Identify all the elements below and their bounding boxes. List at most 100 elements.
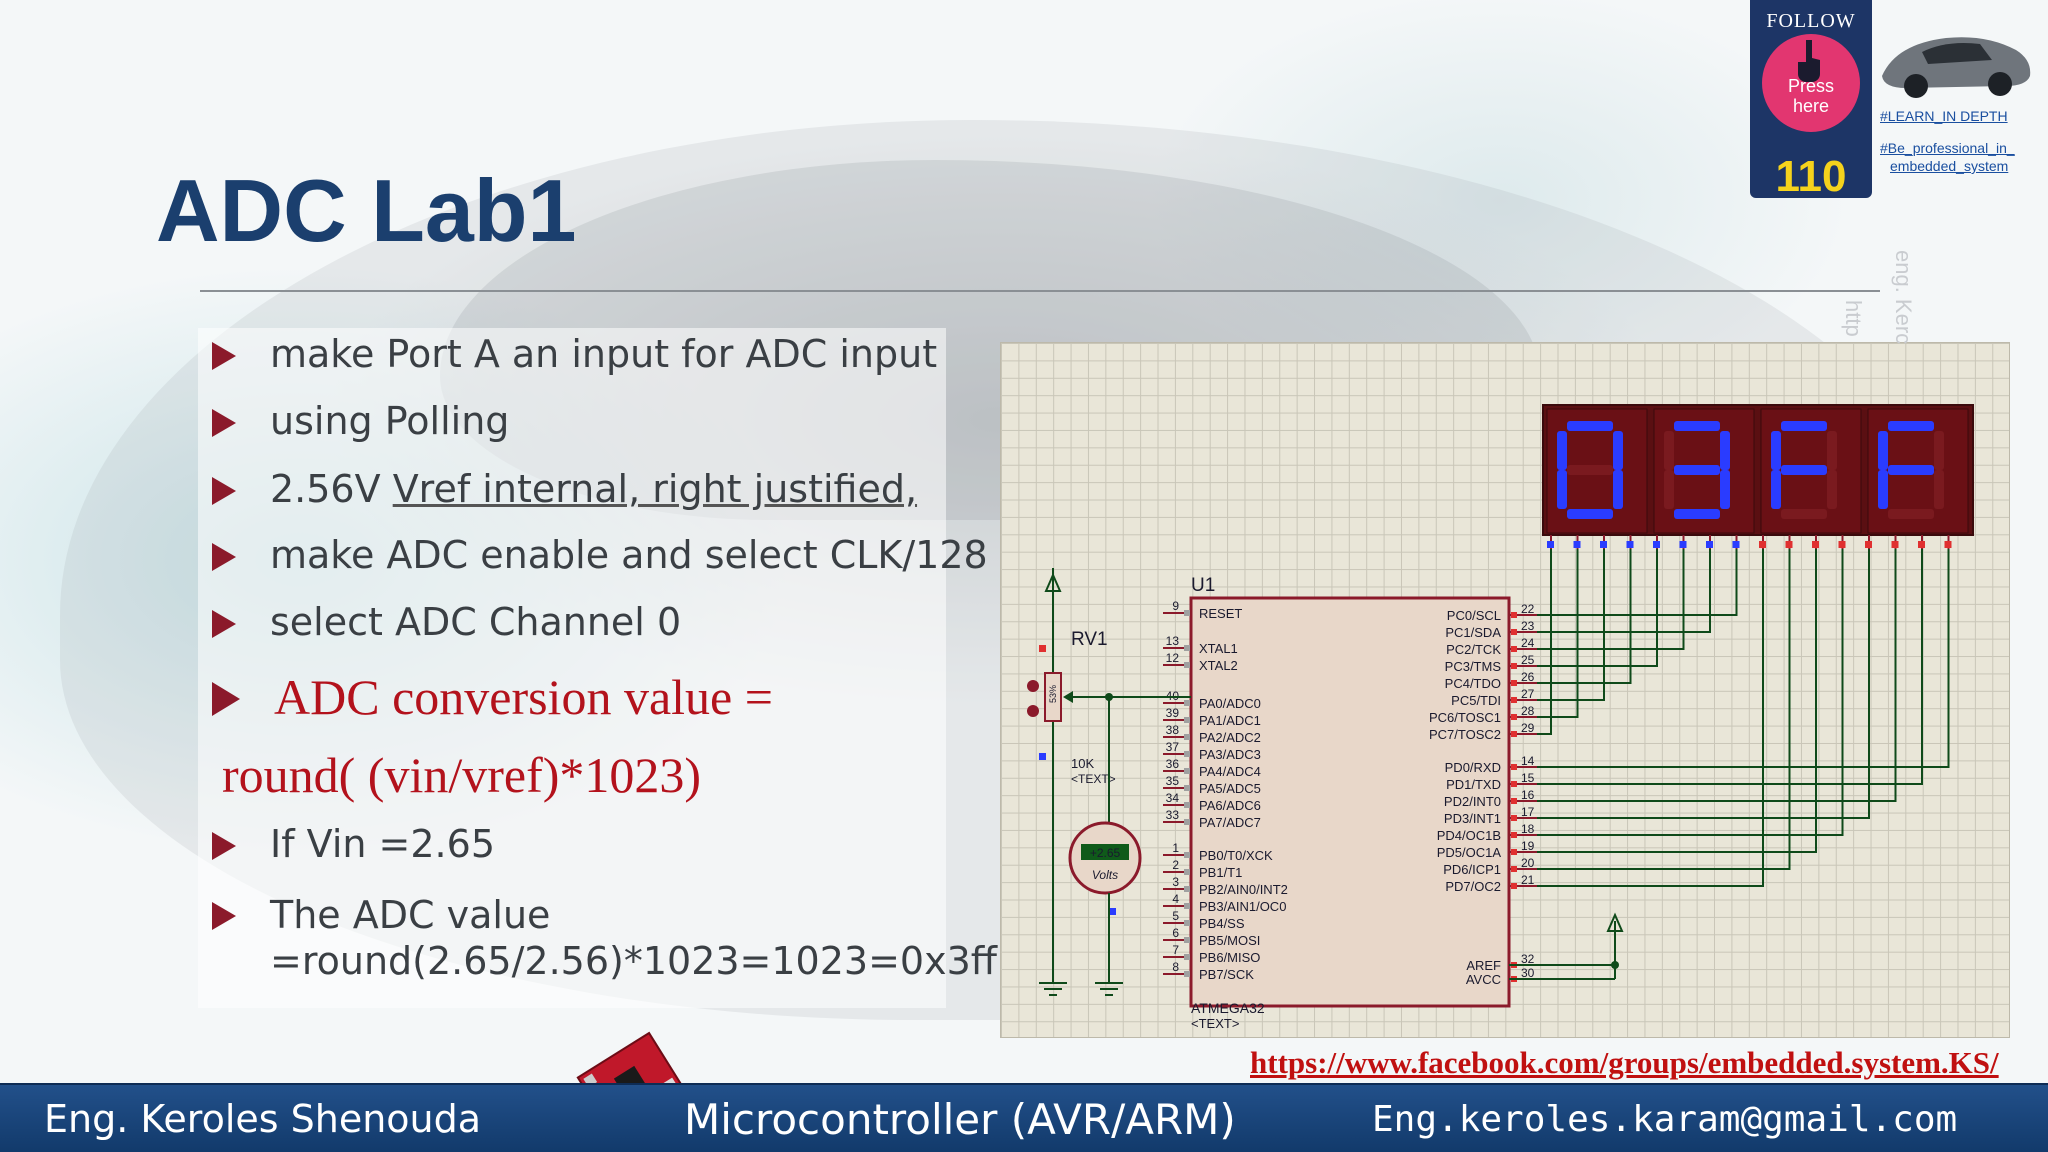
pin-number: 30 [1521,966,1535,980]
pin-number: 22 [1521,602,1535,616]
pin-name: PA1/ADC1 [1199,713,1261,728]
pin-name: PB0/T0/XCK [1199,848,1273,863]
display-digit [1760,408,1862,534]
pin-number: 17 [1521,805,1535,819]
display-pin [1891,541,1899,548]
formula-line2: round( (vin/vref)*1023) [222,747,702,803]
ground-icon [1039,982,1067,996]
avcc-power-arrow-icon [1606,912,1624,932]
pin-name: PB6/MISO [1199,950,1260,965]
formula-line1: ADC conversion value = [274,669,773,725]
pot-knob-down-icon [1027,705,1039,717]
pin-number: 13 [1166,634,1180,648]
chip-pin-right: 26 PC4/TDO [1445,670,1537,691]
bullet-channel: select ADC Channel 0 [212,600,681,644]
pin-name: PB3/AIN1/OC0 [1199,899,1286,914]
pot-label: RV1 [1071,629,1108,650]
pin-number: 14 [1521,754,1535,768]
footer-course: Microcontroller (AVR/ARM) [684,1095,1236,1144]
segment [1674,465,1720,475]
display-pin [1812,541,1819,548]
schematic-drawing: U1 ATMEGA32 <TEXT> 9RESET13XTAL112XTAL24… [1027,404,1974,1031]
left-pins: 9RESET13XTAL112XTAL240PA0/ADC039PA1/ADC1… [1163,599,1288,982]
segment [1771,431,1781,470]
pin-number: 38 [1166,723,1180,737]
facebook-group-link[interactable]: https://www.facebook.com/groups/embedded… [1250,1045,1999,1080]
pin-number: 18 [1521,822,1535,836]
pin-name: XTAL1 [1199,641,1238,656]
segment [1567,509,1613,519]
be-professional-link[interactable]: #Be_professional_in_ [1880,140,2015,156]
segment [1878,470,1888,509]
follow-us-badge[interactable]: FOLLOW US Press here 110 [1750,0,1872,201]
segment [1781,421,1827,431]
display-digit [1653,408,1755,534]
pin-number: 7 [1172,943,1179,957]
segment [1567,421,1613,431]
pin-name: PB7/SCK [1199,967,1254,982]
bullet-text: select ADC Channel 0 [270,600,682,644]
pin-number: 26 [1521,670,1535,684]
pin-number: 33 [1166,808,1180,822]
display-pin [1573,541,1581,548]
pot-knob-up-icon [1027,680,1039,692]
ground-icon [1095,982,1123,996]
segment [1720,431,1730,470]
bullet-text: 2.56V Vref internal, right justified, [270,467,917,511]
pin-name: PD2/INT0 [1444,794,1501,809]
display-pin [1706,541,1713,548]
pin-name: PA0/ADC0 [1199,696,1261,711]
pin-number: 35 [1166,774,1180,788]
bullet-arrow-icon [212,477,236,505]
pin-name: PC3/TMS [1445,659,1502,674]
display-pin [1865,541,1872,548]
display-pin [1944,541,1952,548]
text-panel [198,328,946,1008]
segment [1934,431,1944,470]
display-pin [1600,541,1607,548]
bullet-arrow-icon [212,902,236,930]
segment [1934,470,1944,509]
pin-number: 37 [1166,740,1180,754]
footer-email[interactable]: Eng.keroles.karam@gmail.com [1372,1099,1958,1140]
pin-number: 23 [1521,619,1535,633]
wires [1537,549,1950,887]
bullet-text: If Vin =2.65 [270,822,495,866]
pin-number: 16 [1521,788,1535,802]
pin-name: RESET [1199,606,1242,621]
bullet-text-plain: 2.56V [270,467,393,511]
pin-number: 28 [1521,704,1535,718]
bullet-adc-value: The ADC value =round(2.65/2.56)*1023=102… [212,892,997,984]
embedded-system-link[interactable]: embedded_system [1890,158,2009,174]
pin-number: 20 [1521,856,1535,870]
bullet-arrow-icon [212,342,236,370]
bullet-arrow-icon [212,832,236,860]
chip-pin-right: 16 PD2/INT0 [1444,788,1537,809]
pin-name: PC4/TDO [1445,676,1501,691]
bullet-arrow-icon [212,409,236,437]
press-here-button[interactable]: Press here [1762,34,1860,132]
segment [1674,509,1720,519]
pin-number: 19 [1521,839,1535,853]
adc-value-label: The ADC value [270,893,551,937]
display-pin [1732,541,1740,548]
chip-text-placeholder: <TEXT> [1191,1016,1239,1031]
pin-number: 39 [1166,706,1180,720]
learn-in-depth-link[interactable]: #LEARN_IN DEPTH [1880,108,2008,124]
pin-name: PA2/ADC2 [1199,730,1261,745]
pin-name: PA3/ADC3 [1199,747,1261,762]
display-pin [1547,541,1554,548]
press-line2: here [1792,96,1830,116]
pin-number: 24 [1521,636,1535,650]
